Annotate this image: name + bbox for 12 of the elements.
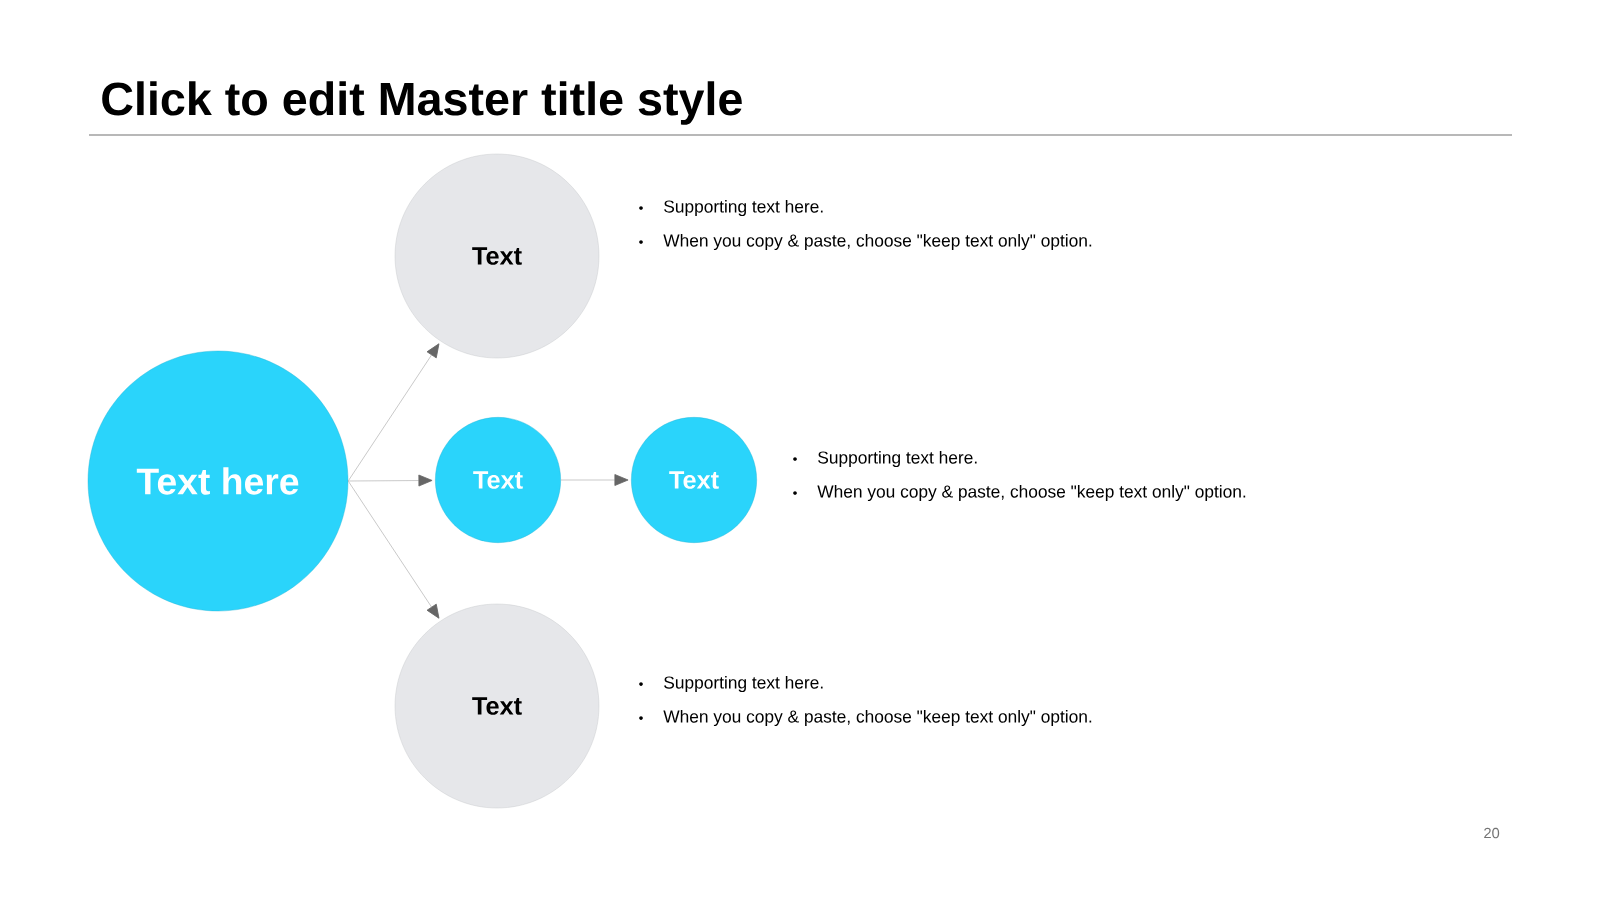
title: Click to edit Master title style (102, 81, 742, 125)
bullet-text: When you copy & paste, choose "keep text only" option. (663, 233, 1092, 251)
bullet-text: Supporting text here. (664, 199, 823, 217)
bullet-text: When you copy & paste, choose "keep text only" option. (663, 709, 1092, 727)
bullet-text: When you copy & paste, choose "keep text only" option. (817, 484, 1246, 502)
bullet-text: Supporting text here. (818, 450, 977, 468)
arrow (347, 474, 433, 487)
arrow (347, 480, 440, 619)
page-number: 20 (1484, 827, 1500, 839)
arrow (560, 474, 629, 486)
bullet-text: Supporting text here. (664, 675, 823, 693)
arrow (347, 343, 440, 482)
